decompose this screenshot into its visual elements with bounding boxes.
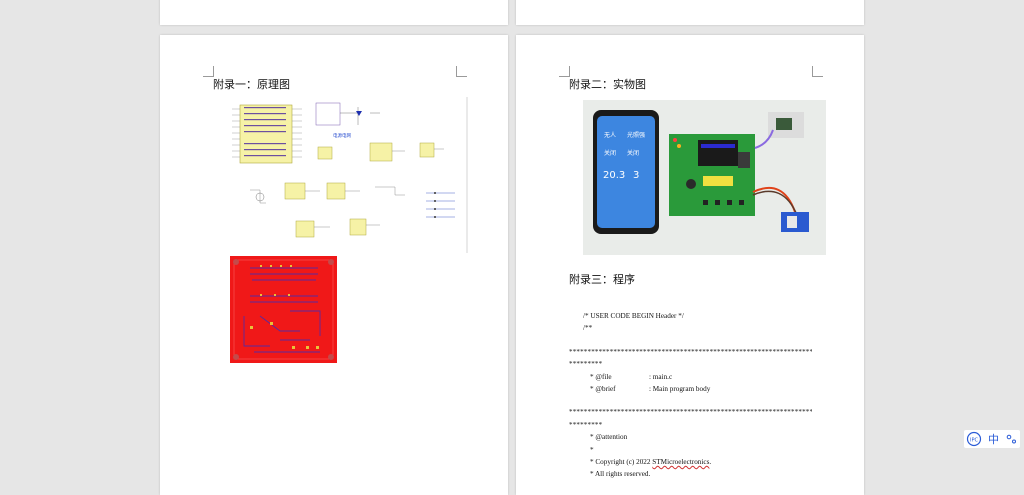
- code-line-comment-open: /**: [583, 324, 593, 332]
- ime-toolbar[interactable]: IPC 中: [964, 430, 1020, 448]
- margin-corner-mark: [203, 66, 214, 77]
- phone-temp-value: 20.3: [603, 170, 626, 181]
- pcb-layout-image: [230, 256, 337, 363]
- code-attention: * @attention: [590, 433, 628, 441]
- document-page-right: 附录二：实物图 无人: [516, 35, 864, 495]
- copyright-company: STMicroelectronics: [652, 458, 710, 466]
- code-line-header: /* USER CODE BEGIN Header */: [583, 312, 684, 320]
- previous-page-left: [160, 0, 508, 25]
- schematic-title: 电源电网: [333, 132, 351, 139]
- hardware-photo: 无人 光照强 关闭 关闭 20.3 3: [583, 100, 826, 255]
- code-file-label: * @file: [590, 373, 612, 381]
- code-stars-line: ****************************************…: [569, 348, 812, 356]
- margin-corner-mark: [559, 66, 570, 77]
- phone-label-occupancy: 无人: [604, 132, 617, 139]
- phone-label-light: 光照强: [627, 132, 646, 139]
- appendix-3-heading: 附录三：程序: [569, 273, 635, 286]
- code-stars-line: *********: [569, 421, 603, 429]
- document-page-left: 附录一：原理图 电源电网: [160, 35, 508, 495]
- copyright-suffix: .: [709, 458, 712, 466]
- appendix-2-heading: 附录二：实物图: [569, 78, 646, 91]
- copyright-prefix: * Copyright (c) 2022: [590, 458, 653, 466]
- schematic-image: 电源电网: [230, 95, 470, 255]
- code-star-line: *: [590, 446, 594, 454]
- margin-corner-mark: [456, 66, 467, 77]
- code-rights: * All rights reserved.: [590, 470, 651, 478]
- code-copyright: * Copyright (c) 2022 STMicroelectronics.: [590, 458, 711, 466]
- previous-page-right: [516, 0, 864, 25]
- phone-label-switch-1: 关闭: [604, 150, 617, 157]
- code-stars-line: ****************************************…: [569, 408, 812, 416]
- code-brief-label: * @brief: [590, 385, 616, 393]
- code-brief-value: : Main program body: [649, 385, 711, 393]
- code-file-value: : main.c: [649, 373, 673, 381]
- ime-settings-icon[interactable]: [1005, 433, 1017, 445]
- phone-count-value: 3: [633, 170, 640, 181]
- code-stars-line: *********: [569, 360, 603, 368]
- ime-logo-icon[interactable]: IPC: [966, 431, 982, 447]
- ime-mode-label[interactable]: 中: [988, 433, 999, 446]
- svg-text:IPC: IPC: [970, 438, 978, 444]
- phone-label-switch-2: 关闭: [627, 150, 640, 157]
- margin-corner-mark: [812, 66, 823, 77]
- appendix-1-heading: 附录一：原理图: [213, 78, 290, 91]
